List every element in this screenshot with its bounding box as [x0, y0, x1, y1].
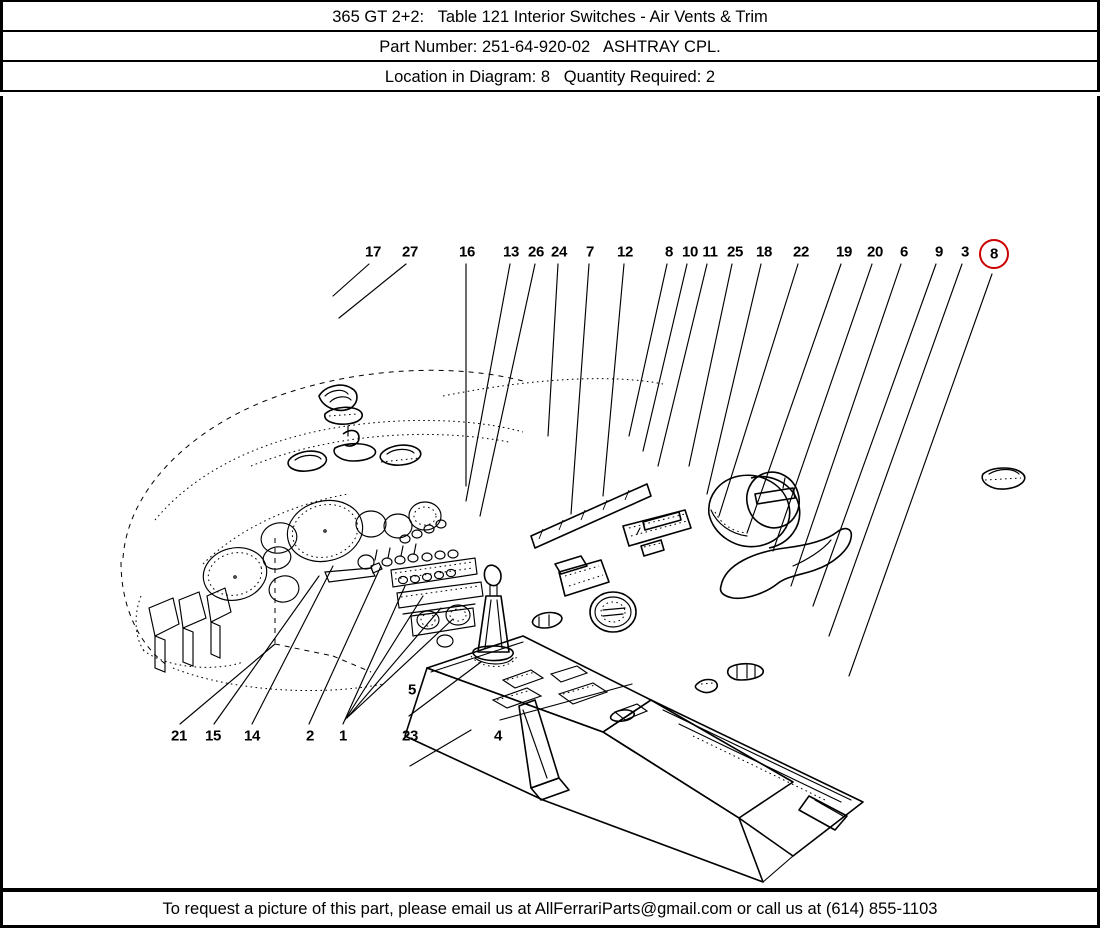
model-and-table-title: 365 GT 2+2: Table 121 Interior Switches … [3, 2, 1097, 32]
callout-17[interactable]: 17 [364, 243, 382, 261]
callout-27[interactable]: 27 [401, 243, 419, 261]
callout-10[interactable]: 10 [681, 243, 699, 261]
callout-4[interactable]: 4 [493, 727, 503, 745]
diagram-panel: 17 27 16 13 26 24 7 12 8 10 11 25 18 22 … [0, 96, 1100, 890]
callout-13[interactable]: 13 [502, 243, 520, 261]
header-info-table: 365 GT 2+2: Table 121 Interior Switches … [0, 0, 1100, 92]
air-vent-barrel [708, 471, 801, 549]
callout-9[interactable]: 9 [934, 243, 944, 261]
callout-16[interactable]: 16 [458, 243, 476, 261]
exploded-parts-diagram [120, 263, 1026, 883]
callout-12[interactable]: 12 [616, 243, 634, 261]
instrument-cluster [202, 499, 442, 603]
callout-1[interactable]: 1 [338, 727, 348, 745]
ashtray-parts [694, 662, 764, 694]
leader-lines-bottom [179, 565, 633, 767]
callout-23[interactable]: 23 [401, 727, 419, 745]
callout-2[interactable]: 2 [305, 727, 315, 745]
gear-shift-lever [470, 564, 518, 667]
steering-stalk [324, 562, 383, 583]
callout-26[interactable]: 26 [527, 243, 545, 261]
ashtray-body-right [981, 467, 1026, 490]
vent-bezel-parts [531, 509, 692, 633]
callout-15[interactable]: 15 [204, 727, 222, 745]
dashboard-outline [120, 369, 664, 692]
callout-7[interactable]: 7 [585, 243, 595, 261]
upper-vent-parts [287, 384, 422, 472]
callout-18[interactable]: 18 [755, 243, 773, 261]
part-number-row: Part Number: 251-64-920-02 ASHTRAY CPL. [3, 32, 1097, 62]
switch-row-panel [374, 519, 484, 615]
labeled-trim-strip [530, 483, 652, 549]
callout-21[interactable]: 21 [170, 727, 188, 745]
pedal-assembly [135, 587, 244, 673]
callout-19[interactable]: 19 [835, 243, 853, 261]
callout-25[interactable]: 25 [726, 243, 744, 261]
callout-20[interactable]: 20 [866, 243, 884, 261]
callout-5[interactable]: 5 [407, 681, 417, 699]
callout-11[interactable]: 11 [702, 243, 718, 261]
callout-8-top[interactable]: 8 [664, 243, 674, 261]
location-quantity-row: Location in Diagram: 8 Quantity Required… [3, 62, 1097, 92]
callout-6[interactable]: 6 [899, 243, 909, 261]
callout-3[interactable]: 3 [960, 243, 970, 261]
callout-8-highlighted[interactable]: 8 [989, 245, 999, 263]
curved-trim-blade [719, 527, 853, 600]
leader-lines-top [332, 263, 993, 677]
center-console-controls [410, 604, 476, 648]
contact-footer: To request a picture of this part, pleas… [0, 890, 1100, 928]
callout-22[interactable]: 22 [792, 243, 810, 261]
callout-14[interactable]: 14 [243, 727, 261, 745]
callout-24[interactable]: 24 [550, 243, 568, 261]
console-tunnel [404, 635, 864, 883]
